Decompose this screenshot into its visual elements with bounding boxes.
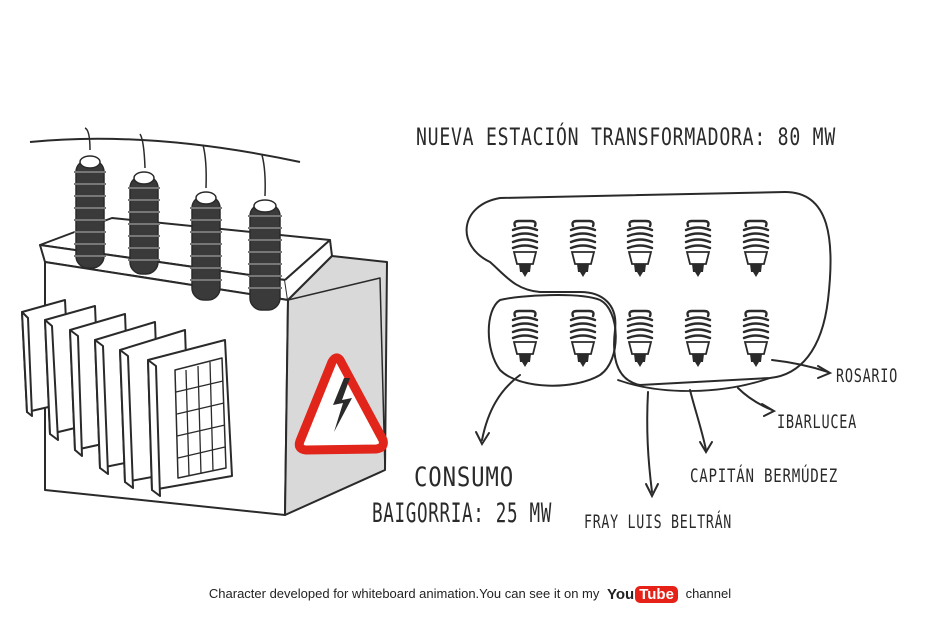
label-ibarlucea: IBARLUCEA — [777, 411, 857, 433]
cfl-bulb-icon — [684, 309, 712, 369]
region-outline-baigorria — [487, 294, 617, 387]
bulb-row-top — [511, 219, 770, 279]
label-rosario: ROSARIO — [836, 365, 898, 387]
cfl-bulb-icon — [511, 309, 539, 369]
youtube-logo-you: You — [607, 586, 635, 604]
footer-caption: Character developed for whiteboard anima… — [0, 586, 940, 604]
bulb-row-bottom — [511, 309, 770, 369]
label-capitan-bermudez: CAPITÁN BERMÚDEZ — [690, 463, 838, 487]
caption-text: Character developed for whiteboard anima… — [208, 586, 600, 601]
high-voltage-warning-icon — [294, 353, 388, 455]
label-fray-luis-beltran: FRAY LUIS BELTRÁN — [584, 510, 732, 533]
cfl-bulb-icon — [511, 219, 539, 279]
label-consumo: CONSUMO — [414, 462, 514, 493]
youtube-logo-tube: Tube — [635, 586, 678, 604]
cfl-bulb-icon — [626, 309, 654, 369]
arrow-rosario — [771, 359, 829, 373]
radiator-fins — [21, 299, 233, 497]
cfl-bulb-icon — [742, 309, 770, 369]
cfl-bulb-icon — [569, 309, 597, 369]
arrow-fray — [646, 391, 653, 493]
insulators — [74, 127, 282, 311]
region-outline-total — [465, 190, 832, 387]
bulb-diagram — [465, 190, 833, 499]
transformer-drawing — [21, 127, 388, 516]
arrow-capitan — [689, 389, 707, 451]
caption-suffix: channel — [685, 586, 732, 601]
cfl-bulb-icon — [684, 219, 712, 279]
diagram-title: NUEVA ESTACIÓN TRANSFORMADORA: 80 MW — [416, 121, 836, 151]
cfl-bulb-icon — [626, 219, 654, 279]
cfl-bulb-icon — [742, 219, 770, 279]
arrow-consumo — [481, 374, 521, 441]
cfl-bulb-icon — [569, 219, 597, 279]
label-baigorria: BAIGORRIA: 25 MW — [372, 498, 552, 529]
